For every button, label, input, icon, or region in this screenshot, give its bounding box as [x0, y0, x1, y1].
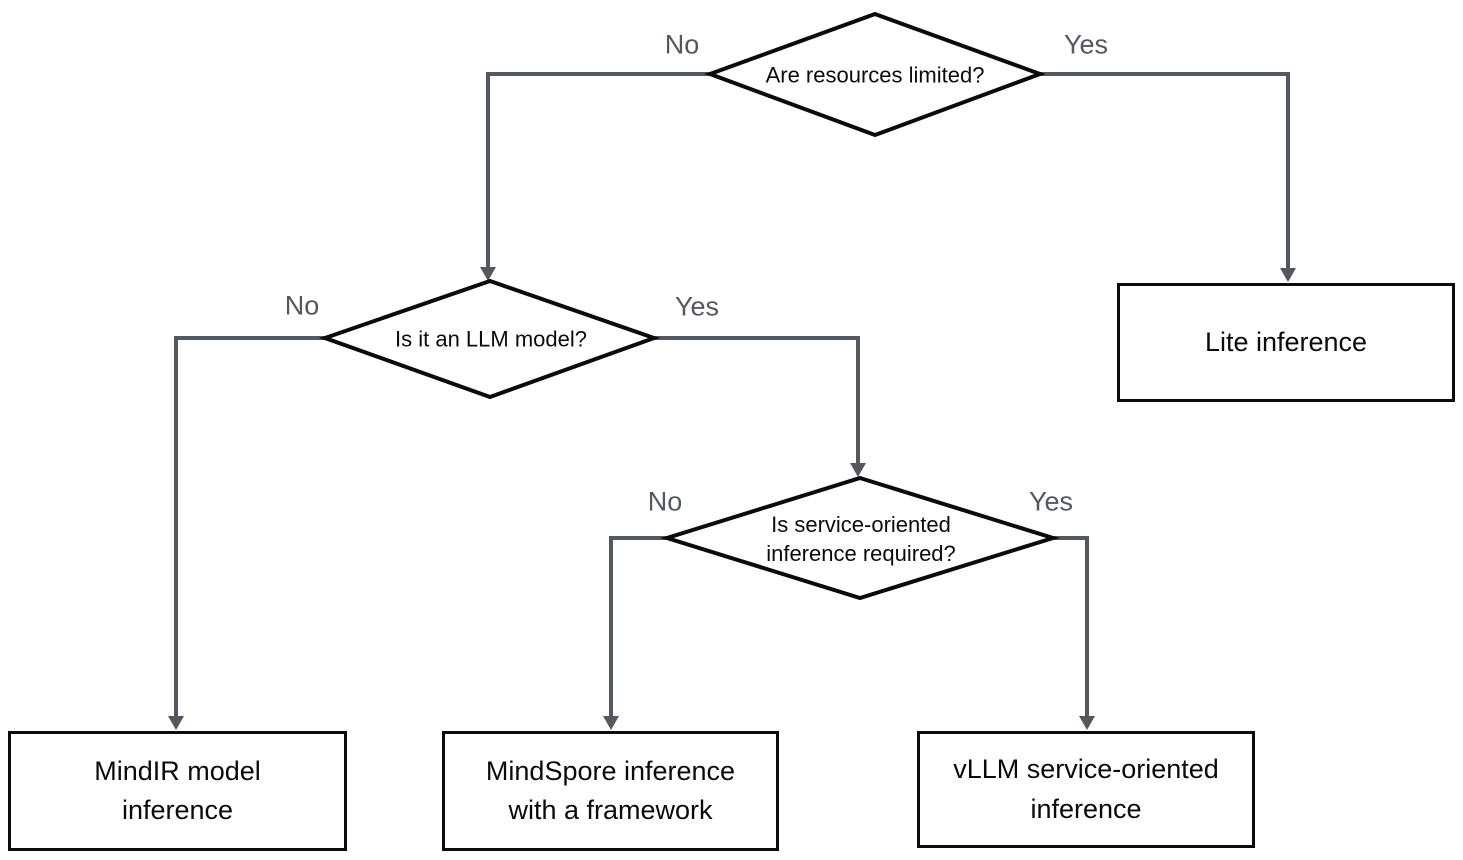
decision-diamond-service-oriented: [660, 475, 1060, 601]
decision-text-llm-model: Is it an LLM model?: [395, 326, 587, 352]
arrowhead-into-vllm-box: [1079, 716, 1095, 730]
edge-label-d2-yes: Yes: [674, 291, 720, 322]
edge-label-d1-yes: Yes: [1063, 29, 1109, 60]
edge-label-d3-yes: Yes: [1028, 486, 1074, 517]
edge-line-d2-yes: [654, 336, 860, 466]
outcome-text-mindir-inference: MindIR model inference: [94, 755, 261, 825]
decision-text-resources-limited: Are resources limited?: [765, 62, 985, 88]
decision-text-service-oriented: Is service-oriented inference required?: [766, 511, 956, 566]
edge-line-d3-no: [609, 536, 667, 719]
edge-line-d1-yes: [1040, 72, 1290, 271]
decision-diamond-llm-model: [318, 278, 660, 400]
edge-label-d1-no: No: [664, 29, 700, 60]
arrowhead-into-mindir-box: [168, 716, 184, 730]
edge-label-d2-no: No: [284, 290, 320, 321]
edge-label-d3-no: No: [647, 486, 683, 517]
arrowhead-into-d3: [850, 463, 866, 477]
outcome-box-lite-inference: Lite inference: [1117, 283, 1455, 402]
arrowhead-into-d2: [480, 267, 496, 281]
outcome-text-lite-inference: Lite inference: [1204, 326, 1368, 357]
arrowhead-into-lite-box: [1280, 268, 1296, 282]
edge-line-d2-no: [174, 336, 325, 719]
outcome-box-mindir-inference: MindIR model inference: [8, 731, 347, 851]
arrowhead-into-mindspore-box: [603, 716, 619, 730]
outcome-text-vllm-inference: vLLM service-oriented inference: [953, 754, 1219, 824]
outcome-box-mindspore-inference: MindSpore inference with a framework: [442, 731, 779, 851]
decision-diamond-resources-limited: [704, 11, 1046, 138]
outcome-text-mindspore-inference: MindSpore inference with a framework: [485, 755, 736, 825]
outcome-box-vllm-inference: vLLM service-oriented inference: [917, 731, 1255, 848]
edge-line-d1-no: [486, 72, 710, 270]
edge-line-d3-yes: [1053, 536, 1089, 719]
